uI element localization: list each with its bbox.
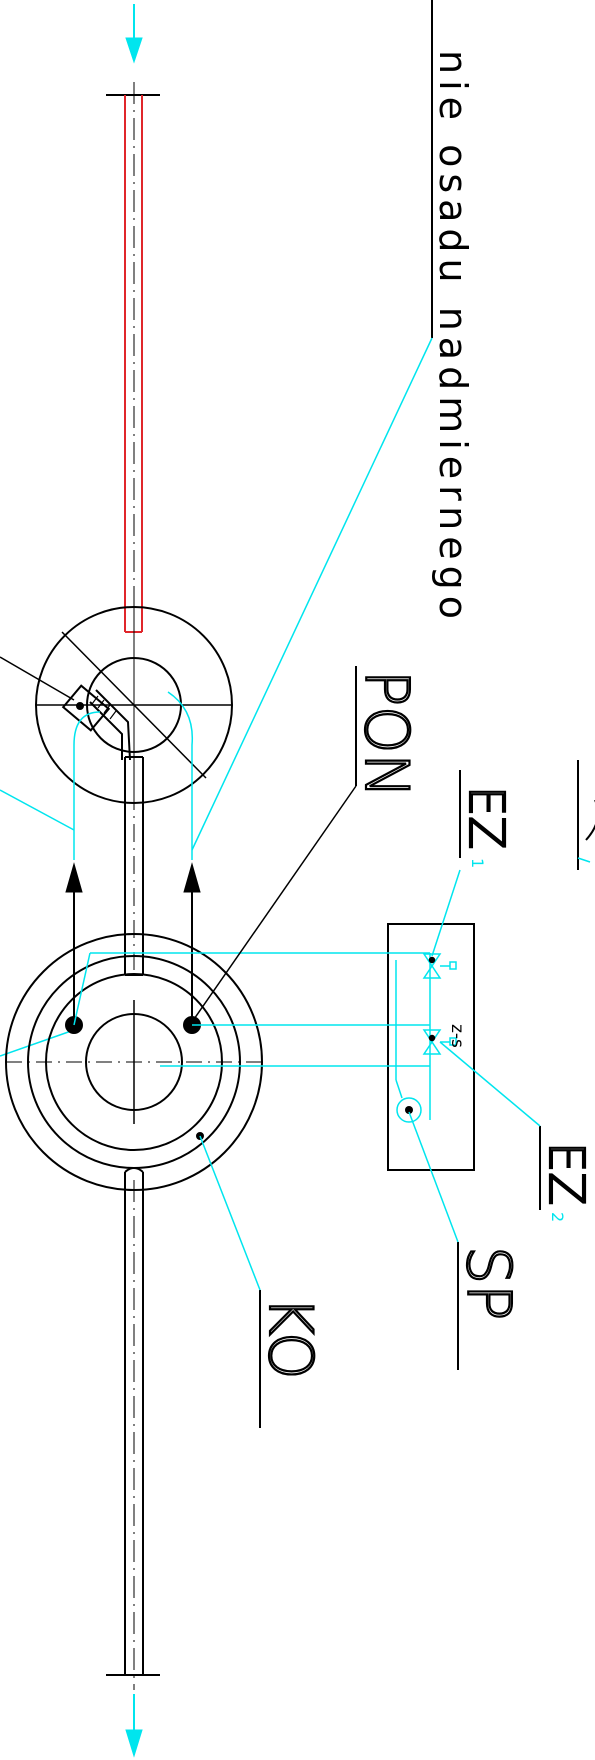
upper-pipe (106, 82, 160, 640)
valve-chamber (0, 606, 233, 804)
solenoid-valve-ez2-icon (422, 1029, 457, 1055)
ez1-label: EZ (458, 786, 514, 849)
flow-arrows-up (65, 862, 201, 1022)
annotation-group: nie osadu nadmiernego (191, 0, 475, 851)
sp-label: SP (453, 1246, 523, 1320)
ko-label-group: KO (199, 1135, 326, 1428)
lower-pipe (106, 1167, 160, 1690)
zs-label: z-s (447, 1024, 467, 1048)
partial-label-group (577, 760, 595, 870)
valve-icon (61, 684, 131, 761)
ez1-subscript: 1 (468, 858, 487, 868)
connector-pipe (124, 756, 144, 976)
ez2-label-group: EZ 2 (439, 1041, 595, 1222)
flow-arrow-top (125, 4, 143, 64)
ez2-subscript: 2 (548, 1212, 567, 1222)
annotation-text: nie osadu nadmiernego (431, 50, 475, 625)
flow-arrow-bottom (125, 1694, 143, 1758)
pon-label: PON (351, 670, 421, 798)
solenoid-valve-ez1-icon (422, 953, 457, 979)
pon-label-group: PON (191, 666, 422, 1023)
pump-sp-icon (396, 1097, 422, 1123)
ez1-label-group: EZ 1 (431, 770, 515, 957)
control-wiring (73, 952, 431, 1120)
signal-loops (0, 691, 194, 1057)
chamber-leader (0, 656, 75, 701)
ez2-label: EZ (538, 1142, 594, 1205)
ko-label: KO (255, 1296, 325, 1379)
main-tank (5, 933, 263, 1191)
annotation-leader (191, 337, 433, 851)
sp-label-group: SP (408, 1111, 524, 1370)
